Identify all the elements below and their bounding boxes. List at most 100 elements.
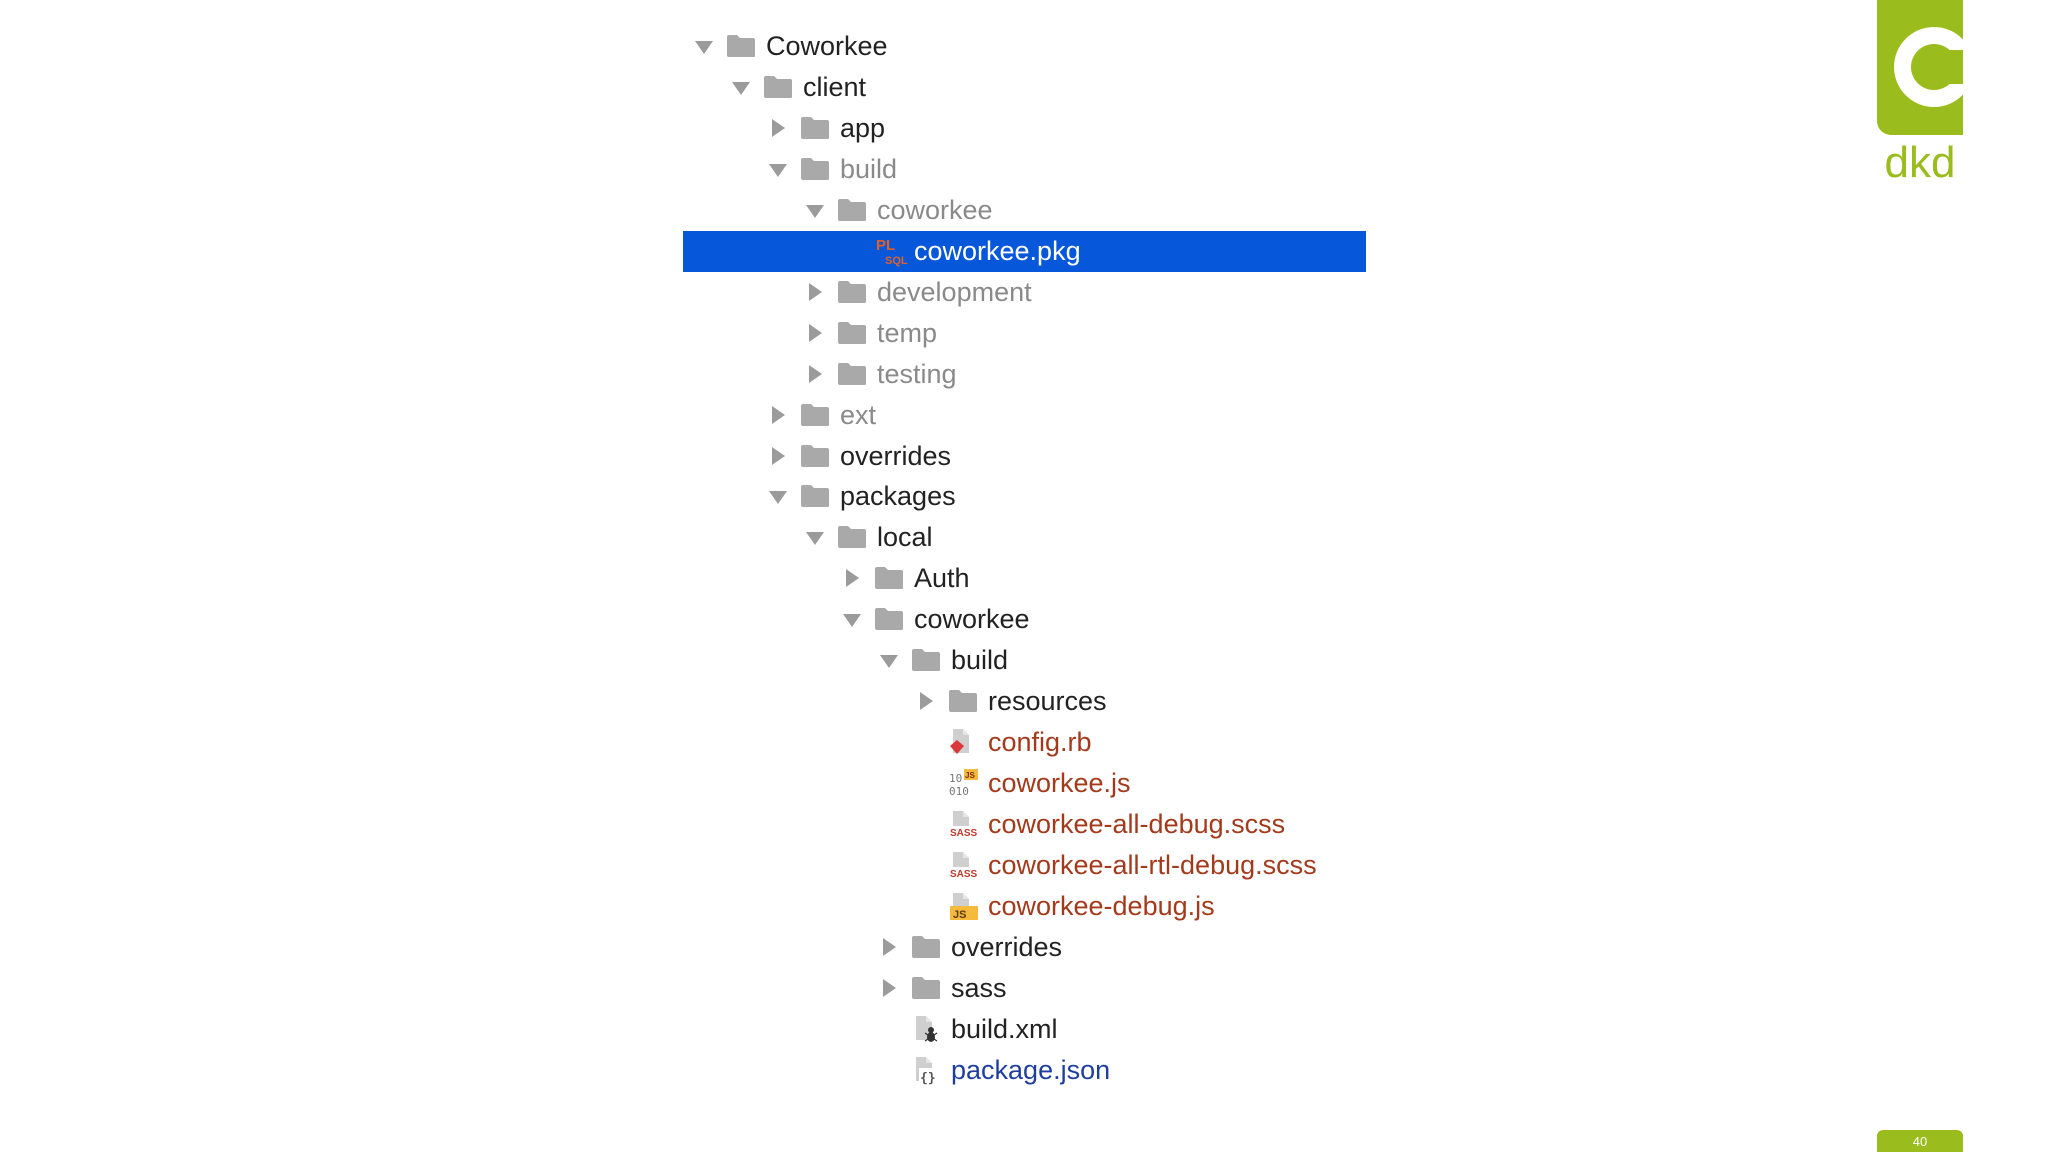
folder-icon xyxy=(726,34,756,58)
tree-row-coworkee-all-rtl-debug-scss[interactable]: SASS coworkee-all-rtl-debug.scss xyxy=(683,845,1366,886)
folder-icon xyxy=(837,525,867,549)
folder-icon xyxy=(837,280,867,304)
expand-arrow-down-icon[interactable] xyxy=(804,526,826,548)
svg-text:{}: {} xyxy=(920,1071,936,1086)
tree-row-label: coworkee xyxy=(914,604,1030,634)
tree-row-label: overrides xyxy=(951,932,1063,962)
tree-row-app[interactable]: app xyxy=(683,108,1366,149)
svg-text:SASS: SASS xyxy=(950,828,978,839)
tree-row-label: client xyxy=(803,72,867,102)
tree-row-label: Coworkee xyxy=(766,31,888,61)
collapse-arrow-right-icon[interactable] xyxy=(767,445,789,467)
folder-icon xyxy=(800,484,830,508)
expand-arrow-down-icon[interactable] xyxy=(767,485,789,507)
collapse-arrow-right-icon[interactable] xyxy=(878,936,900,958)
folder-icon xyxy=(874,566,904,590)
tree-row-label: config.rb xyxy=(988,727,1092,757)
tree-row-ext[interactable]: ext xyxy=(683,395,1366,436)
folder-icon xyxy=(911,976,941,1000)
tree-row-resources[interactable]: resources xyxy=(683,681,1366,722)
folder-icon xyxy=(800,157,830,181)
expand-arrow-down-icon[interactable] xyxy=(804,199,826,221)
svg-text:PL: PL xyxy=(876,237,895,254)
dkd-logo: dkd xyxy=(1877,0,1963,182)
tree-row-label: overrides xyxy=(840,441,952,471)
tree-row-label: coworkee xyxy=(877,195,993,225)
tree-row-label: coworkee-all-rtl-debug.scss xyxy=(988,850,1317,880)
sass-file-icon: SASS xyxy=(948,849,980,881)
folder-icon xyxy=(800,403,830,427)
collapse-arrow-right-icon[interactable] xyxy=(767,117,789,139)
tree-row-overrides[interactable]: overrides xyxy=(683,927,1366,968)
svg-text:SQL: SQL xyxy=(885,255,908,267)
tree-row-label: resources xyxy=(988,686,1107,716)
folder-icon xyxy=(763,75,793,99)
svg-text:10: 10 xyxy=(949,772,962,785)
sass-file-icon: SASS xyxy=(948,808,980,840)
tree-row-development[interactable]: development xyxy=(683,272,1366,313)
tree-row-label: packages xyxy=(840,481,956,511)
tree-row-label: sass xyxy=(951,973,1007,1003)
folder-icon xyxy=(800,116,830,140)
tree-row-label: Auth xyxy=(914,563,970,593)
tree-row-label: build.xml xyxy=(951,1014,1058,1044)
expand-arrow-down-icon[interactable] xyxy=(730,76,752,98)
tree-row-temp[interactable]: temp xyxy=(683,313,1366,354)
expand-arrow-down-icon[interactable] xyxy=(878,649,900,671)
tree-row-sass[interactable]: sass xyxy=(683,968,1366,1009)
tree-row-coworkee-all-debug-scss[interactable]: SASS coworkee-all-debug.scss xyxy=(683,804,1366,845)
svg-text:JS: JS xyxy=(965,771,975,780)
ruby-file-icon xyxy=(948,726,978,758)
tree-row-label: local xyxy=(877,522,933,552)
tree-row-label: coworkee-all-debug.scss xyxy=(988,809,1286,839)
folder-icon xyxy=(948,689,978,713)
folder-icon xyxy=(911,935,941,959)
tree-row-label: development xyxy=(877,277,1032,307)
tree-row-package-json[interactable]: {} package.json xyxy=(683,1050,1366,1091)
tree-row-label: ext xyxy=(840,400,877,430)
tree-row-build[interactable]: build xyxy=(683,640,1366,681)
collapse-arrow-right-icon[interactable] xyxy=(878,977,900,999)
expand-arrow-down-icon[interactable] xyxy=(693,35,715,57)
tree-row-auth[interactable]: Auth xyxy=(683,558,1366,599)
tree-row-coworkee[interactable]: coworkee xyxy=(683,599,1366,640)
tree-row-label: coworkee.pkg xyxy=(914,236,1081,266)
tree-row-overrides[interactable]: overrides xyxy=(683,436,1366,477)
collapse-arrow-right-icon[interactable] xyxy=(841,567,863,589)
tree-row-packages[interactable]: packages xyxy=(683,476,1366,517)
expand-arrow-down-icon[interactable] xyxy=(767,158,789,180)
json-file-icon: {} xyxy=(911,1054,941,1086)
tree-row-label: build xyxy=(840,154,898,184)
tree-row-build-xml[interactable]: build.xml xyxy=(683,1009,1366,1050)
folder-icon xyxy=(837,362,867,386)
tree-row-coworkee[interactable]: Coworkee xyxy=(683,26,1366,67)
slide-page-number: 40 xyxy=(1877,1130,1963,1152)
tree-row-local[interactable]: local xyxy=(683,517,1366,558)
tree-row-testing[interactable]: testing xyxy=(683,354,1366,395)
tree-row-label: temp xyxy=(877,318,938,348)
tree-row-label: testing xyxy=(877,359,957,389)
tree-row-label: package.json xyxy=(951,1055,1111,1085)
collapse-arrow-right-icon[interactable] xyxy=(804,322,826,344)
collapse-arrow-right-icon[interactable] xyxy=(767,404,789,426)
tree-row-coworkee[interactable]: coworkee xyxy=(683,190,1366,231)
svg-text:JS: JS xyxy=(953,909,966,921)
svg-text:SASS: SASS xyxy=(950,869,978,880)
collapse-arrow-right-icon[interactable] xyxy=(804,363,826,385)
collapse-arrow-right-icon[interactable] xyxy=(804,281,826,303)
expand-arrow-down-icon[interactable] xyxy=(841,608,863,630)
tree-row-label: coworkee.js xyxy=(988,768,1131,798)
tree-row-config-rb[interactable]: config.rb xyxy=(683,722,1366,763)
tree-row-build[interactable]: build xyxy=(683,149,1366,190)
folder-icon xyxy=(911,648,941,672)
folder-icon xyxy=(837,198,867,222)
tree-row-client[interactable]: client xyxy=(683,67,1366,108)
collapse-arrow-right-icon[interactable] xyxy=(915,690,937,712)
svg-text:010: 010 xyxy=(949,785,969,798)
ant-xml-file-icon xyxy=(911,1013,941,1045)
